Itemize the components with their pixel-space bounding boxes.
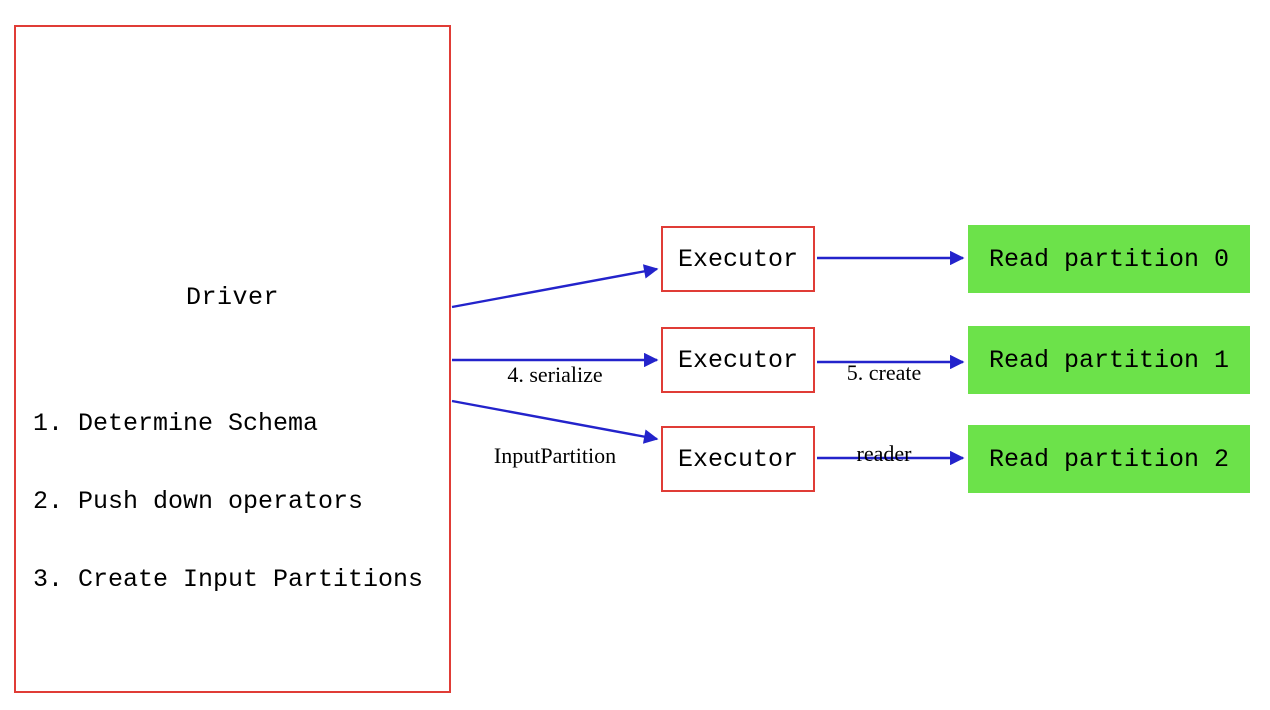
executor-box-0: Executor — [661, 226, 815, 292]
driver-step-3: 3. Create Input Partitions — [33, 565, 424, 594]
partition-label: Read partition 2 — [988, 444, 1230, 474]
executor-box-1: Executor — [661, 327, 815, 393]
executor-label: Executor — [677, 444, 799, 474]
partition-label: Read partition 0 — [988, 244, 1230, 274]
executor-label: Executor — [677, 345, 799, 375]
driver-steps: 1. Determine Schema 2. Push down operato… — [33, 359, 423, 645]
arrow-label-create-reader: 5. create reader — [809, 305, 959, 521]
arrow-label-serialize: 4. serialize InputPartition — [455, 307, 655, 523]
arrow-label-create-reader-line-2: reader — [856, 441, 912, 466]
arrow-label-serialize-line-1: 4. serialize — [507, 362, 603, 387]
partition-box-2: Read partition 2 — [968, 425, 1250, 493]
executor-label: Executor — [677, 244, 799, 274]
driver-box: Driver 1. Determine Schema 2. Push down … — [14, 25, 451, 693]
partition-box-0: Read partition 0 — [968, 225, 1250, 293]
arrow-label-create-reader-line-1: 5. create — [846, 360, 922, 385]
executor-box-2: Executor — [661, 426, 815, 492]
arrow-label-serialize-line-2: InputPartition — [493, 443, 617, 468]
partition-box-1: Read partition 1 — [968, 326, 1250, 394]
driver-step-2: 2. Push down operators — [33, 487, 364, 516]
partition-label: Read partition 1 — [988, 345, 1230, 375]
arrow-driver-to-executor-0 — [451, 264, 659, 309]
driver-step-1: 1. Determine Schema — [33, 409, 319, 438]
driver-title: Driver — [185, 283, 279, 312]
